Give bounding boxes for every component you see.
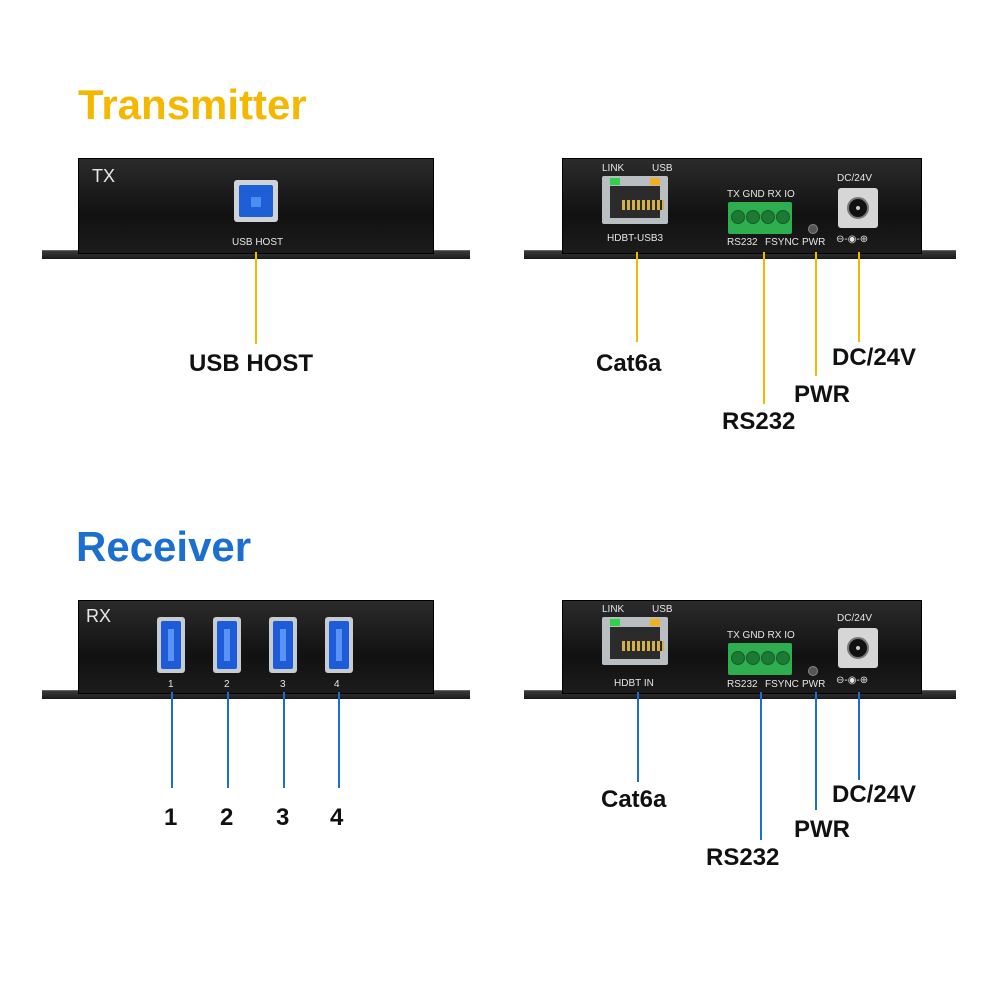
terminal-pin-silk: TX GND RX IO: [727, 189, 795, 200]
usb-host-silk: USB HOST: [232, 237, 284, 248]
port-4-leader: [338, 692, 340, 788]
transmitter-title: Transmitter: [78, 81, 307, 128]
dc-callout: DC/24V: [832, 344, 917, 371]
dc-callout: DC/24V: [832, 781, 917, 808]
rs232-leader: [763, 252, 765, 404]
cat6a-callout: Cat6a: [601, 786, 667, 813]
fsync-silk: FSYNC: [765, 237, 799, 248]
hdbt-port-silk: HDBT-USB3: [607, 233, 664, 244]
port-number-silk: 4: [334, 679, 340, 690]
port-2-callout: 2: [220, 804, 234, 831]
rj45-port-icon: [602, 617, 668, 665]
pwr-silk: PWR: [802, 237, 826, 248]
port-1-leader: [171, 692, 173, 788]
port-3-callout: 3: [276, 804, 290, 831]
usb-led-silk: USB: [652, 163, 673, 174]
fsync-silk: FSYNC: [765, 679, 799, 690]
polarity-silk: ⊖-◉-⊕: [836, 675, 869, 686]
pwr-silk: PWR: [802, 679, 826, 690]
port-2-leader: [227, 692, 229, 788]
port-3-leader: [283, 692, 285, 788]
usb-host-callout: USB HOST: [189, 350, 314, 377]
pwr-callout: PWR: [794, 816, 850, 843]
pwr-leader: [815, 252, 817, 376]
cat6a-leader: [637, 692, 639, 782]
rs232-silk: RS232: [727, 237, 758, 248]
power-led-icon: [808, 666, 818, 676]
port-number-silk: 1: [168, 679, 174, 690]
usb-a-port-icon: [325, 617, 353, 673]
link-silk: LINK: [602, 163, 625, 174]
usb-host-leader: [255, 252, 257, 344]
port-number-silk: 3: [280, 679, 286, 690]
polarity-silk: ⊖-◉-⊕: [836, 234, 869, 245]
port-1-callout: 1: [164, 804, 178, 831]
dc-silk: DC/24V: [837, 613, 873, 624]
terminal-block-icon: [728, 643, 792, 675]
dc-silk: DC/24V: [837, 173, 873, 184]
device-tag: TX: [92, 166, 116, 186]
usb-a-port-icon: [213, 617, 241, 673]
dc-jack-icon: [838, 628, 878, 668]
hdbt-port-silk: HDBT IN: [614, 678, 654, 689]
receiver-title: Receiver: [76, 523, 252, 570]
rs232-callout: RS232: [706, 844, 780, 871]
pwr-leader: [815, 692, 817, 810]
usb-led-silk: USB: [652, 604, 673, 615]
rj45-port-icon: [602, 176, 668, 224]
pwr-callout: PWR: [794, 381, 850, 408]
usb-a-port-icon: [269, 617, 297, 673]
link-silk: LINK: [602, 604, 625, 615]
device-tag: RX: [86, 606, 112, 626]
port-4-callout: 4: [330, 804, 344, 831]
terminal-block-icon: [728, 202, 792, 234]
dc-jack-icon: [838, 188, 878, 228]
rs232-leader: [760, 692, 762, 840]
port-number-silk: 2: [224, 679, 230, 690]
terminal-pin-silk: TX GND RX IO: [727, 630, 795, 641]
device-body: [78, 600, 434, 694]
cat6a-callout: Cat6a: [596, 350, 662, 377]
usb-b-port-icon: [234, 180, 278, 222]
rs232-silk: RS232: [727, 679, 758, 690]
power-led-icon: [808, 224, 818, 234]
cat6a-leader: [636, 252, 638, 342]
dc-leader: [858, 252, 860, 342]
usb-a-port-icon: [157, 617, 185, 673]
rs232-callout: RS232: [722, 408, 796, 435]
dc-leader: [858, 692, 860, 780]
